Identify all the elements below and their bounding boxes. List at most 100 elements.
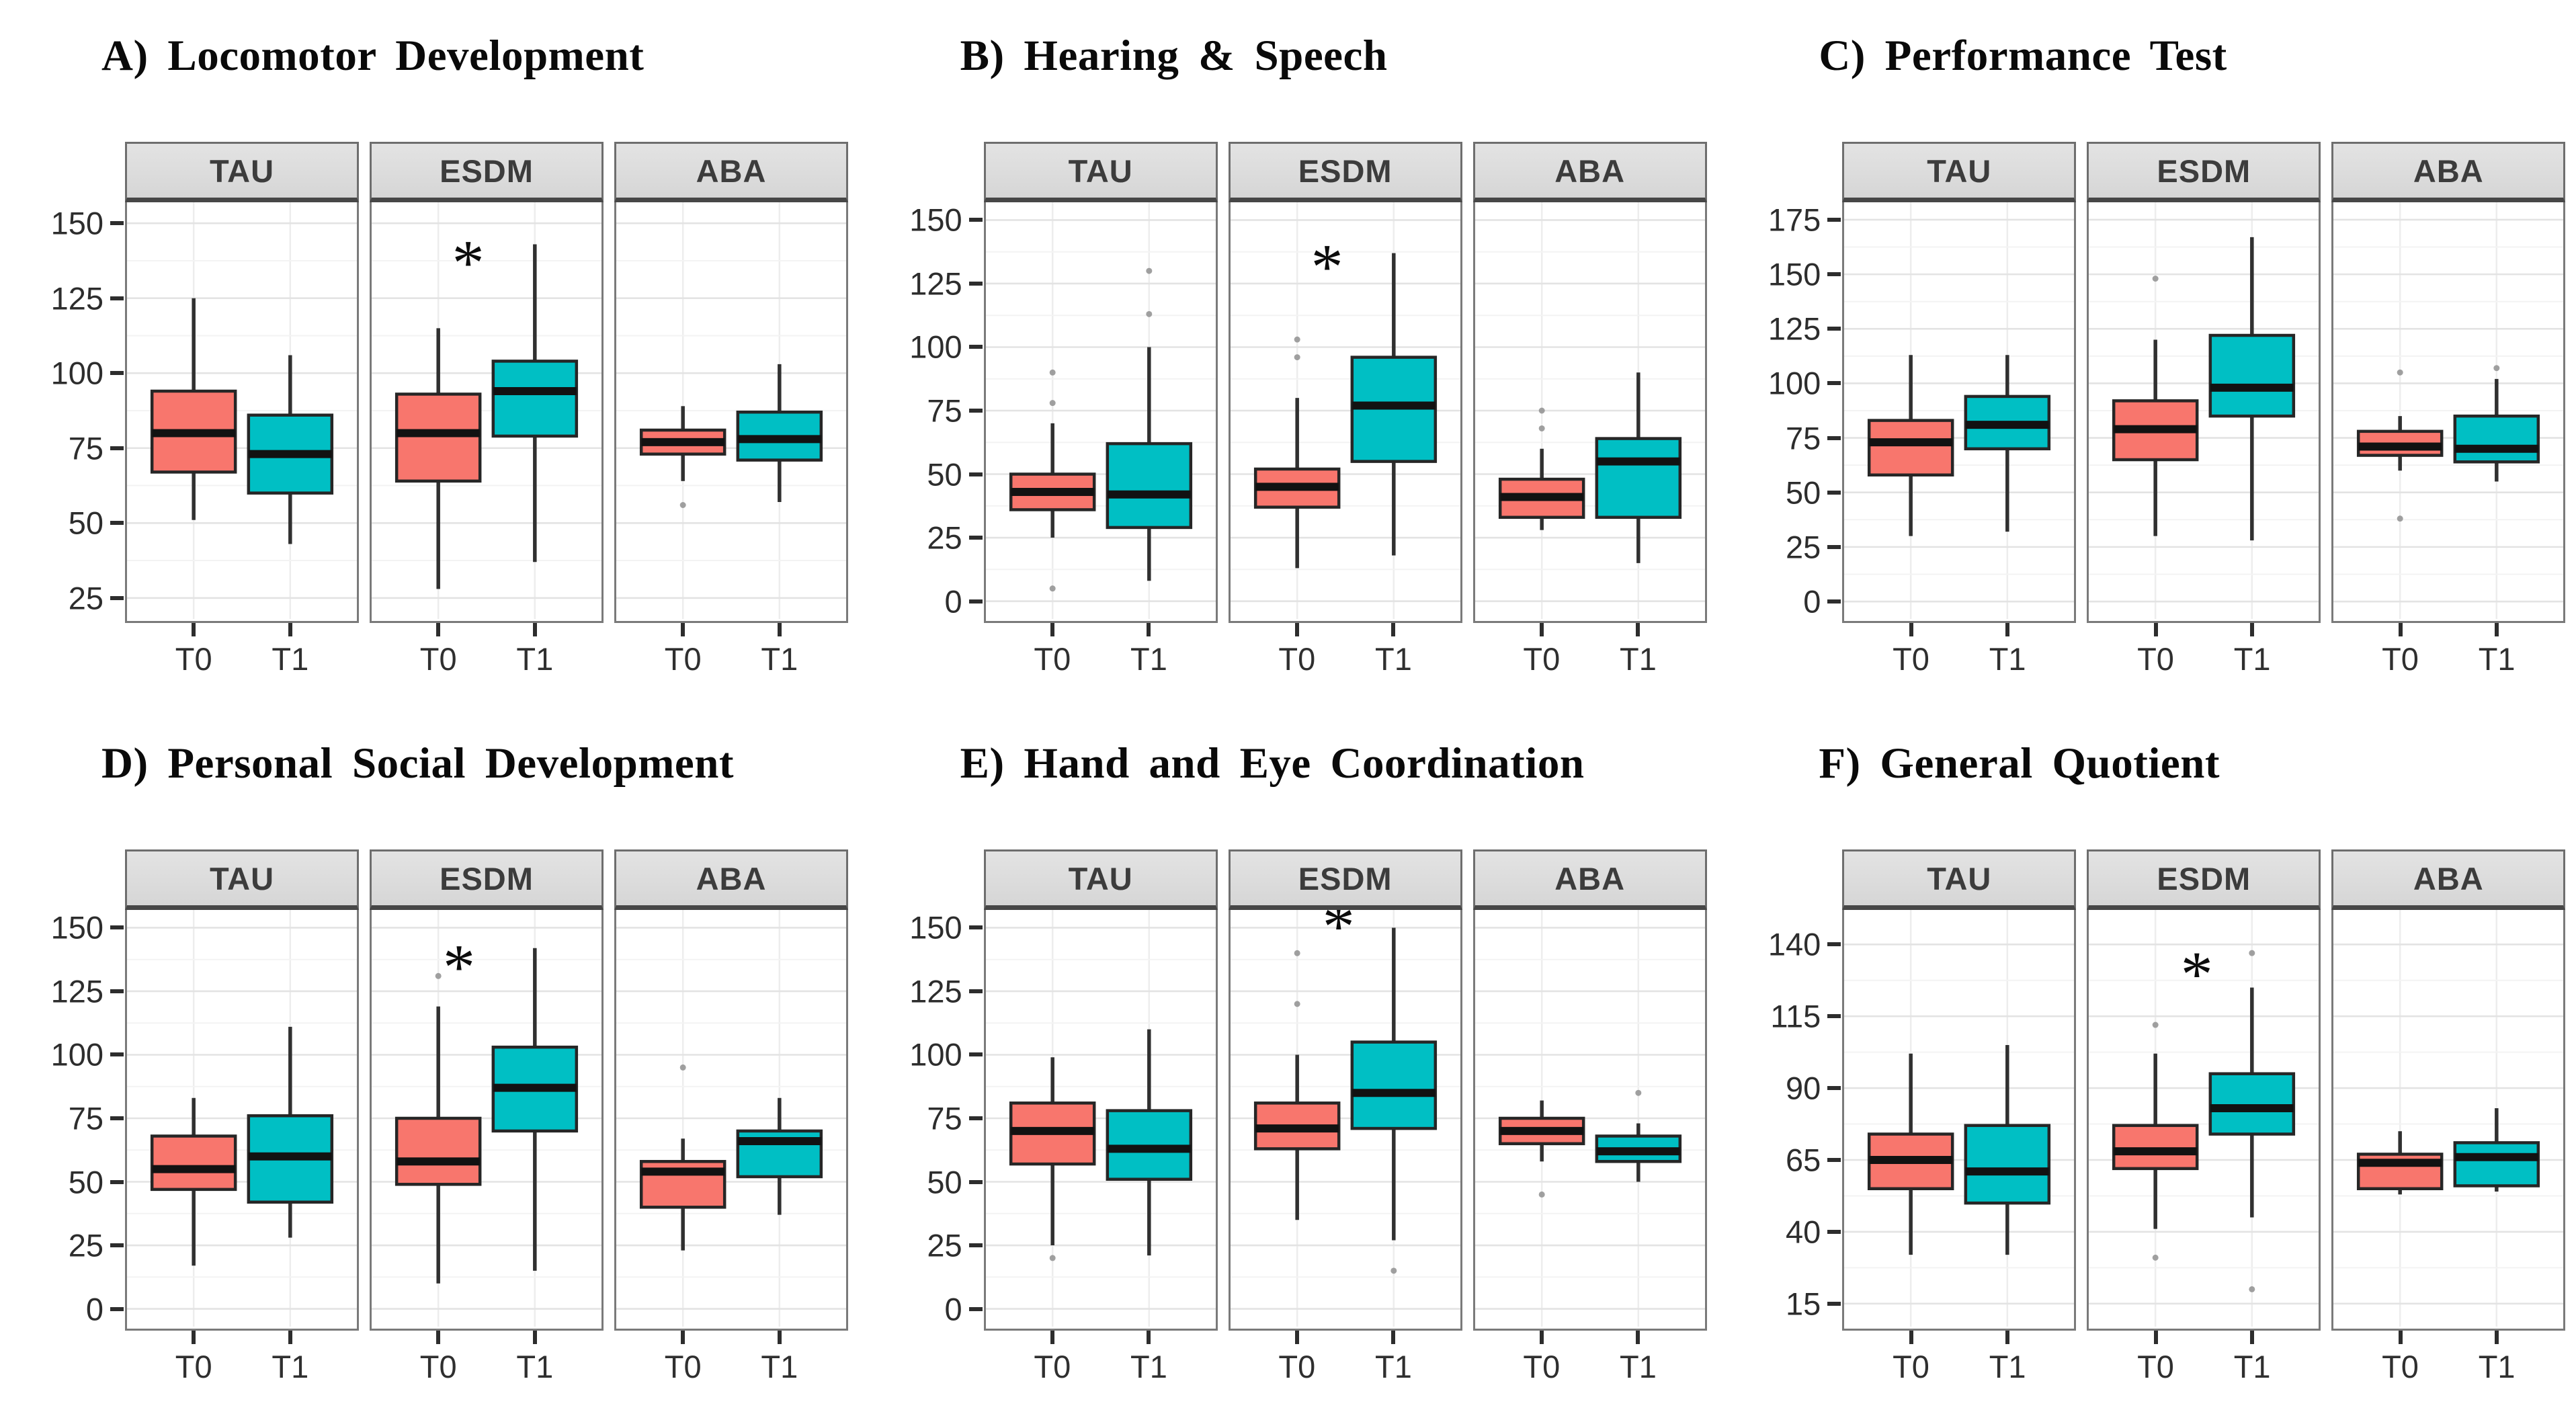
facet-strip-label: ESDM [2157,153,2251,189]
boxplot-svg [1844,910,2075,1327]
x-tick-mark [192,623,196,636]
boxplot-svg: * [372,910,601,1327]
x-tick-mark [1050,1331,1054,1344]
x-tick-label: T0 [2137,641,2174,677]
facet-panel: * [370,202,604,623]
y-tick-mark [110,296,124,300]
x-tick-label: T1 [2478,1349,2516,1384]
facet-panel [125,910,359,1331]
x-tick-label: T0 [664,1349,702,1384]
box-t1 [1106,442,1192,530]
y-tick-mark [968,281,983,286]
facet-strip-label: ESDM [440,153,534,189]
figure-title: A) Locomotor Development [101,32,645,80]
facet-strip-label: TAU [209,860,275,897]
significance-star: * [2181,938,2213,1010]
box-t0 [150,1134,237,1192]
x-axis: T0 T1 [1229,623,1462,681]
outlier-point [2493,365,2500,372]
facet-strip: TAU [1842,142,2077,202]
outlier-point [1049,400,1056,407]
outlier-point [1145,310,1152,317]
outlier-point [2153,276,2159,282]
outlier-point [1294,354,1300,361]
facet-strip: ABA [2331,849,2566,910]
y-tick-mark [1827,1301,1841,1306]
x-tick-label: T0 [1278,641,1316,677]
facet-strip: TAU [983,849,1218,910]
boxplot-svg [985,202,1216,619]
boxplot-svg: * [1230,910,1460,1327]
outlier-point [1538,425,1545,431]
facet-strip: ABA [1472,142,1707,202]
boxplot-svg [616,910,846,1327]
x-tick-label: T1 [1989,641,2026,677]
facet-strip-label: ABA [696,153,767,189]
y-tick-mark [1827,1229,1841,1234]
boxplot-svg [2333,910,2564,1327]
facet-strip: ESDM [2087,849,2321,910]
y-tick-mark [968,1243,983,1248]
x-tick-label: T0 [1034,1349,1071,1384]
box-t1 [1595,437,1681,519]
boxplot-svg [127,910,357,1327]
y-axis-spacer [32,142,125,202]
y-tick-mark [1827,1014,1841,1019]
facet-strip-label: TAU [1068,153,1133,189]
y-tick-mark [1827,381,1841,386]
significance-star: * [1311,231,1343,303]
x-tick-mark [777,1331,782,1344]
x-tick-mark [2495,1331,2499,1344]
facet-panel [983,910,1218,1331]
y-tick-label: 100 [50,355,103,391]
y-tick-label: 75 [927,1100,962,1136]
facet-strip: ESDM [370,849,604,910]
outlier-point [435,972,442,979]
x-tick-mark [2398,623,2403,636]
significance-star: * [1322,910,1354,962]
x-tick-label: T0 [2382,1349,2419,1384]
y-tick-label: 150 [909,202,962,238]
y-axis-spacer [1749,849,1842,910]
box-t1 [2453,1141,2540,1188]
y-tick-mark [968,345,983,349]
facet-strip-label: ESDM [1298,153,1393,189]
outlier-point [1634,1089,1641,1096]
outlier-point [1538,1191,1545,1198]
x-tick-label: T1 [1375,641,1412,677]
facet-panel [2087,202,2321,623]
x-tick-mark [681,623,685,636]
y-tick-mark [1827,272,1841,277]
boxplot-svg [2333,202,2564,619]
y-tick-label: 0 [944,583,962,620]
y-axis-spacer [891,849,984,910]
y-tick-label: 100 [909,329,962,365]
x-tick-mark [1294,623,1299,636]
x-tick-mark [2005,623,2010,636]
x-tick-label: T0 [1523,1349,1561,1384]
y-tick-label: 0 [85,1291,103,1327]
y-tick-label: 25 [1786,529,1821,565]
box-t1 [1350,1040,1437,1130]
facet-strip: ABA [614,142,848,202]
y-tick-mark [968,989,983,993]
x-tick-mark [1539,1331,1544,1344]
facet-strip-label: ESDM [1298,860,1393,897]
y-tick-label: 25 [927,519,962,556]
facet-panel [983,202,1218,623]
